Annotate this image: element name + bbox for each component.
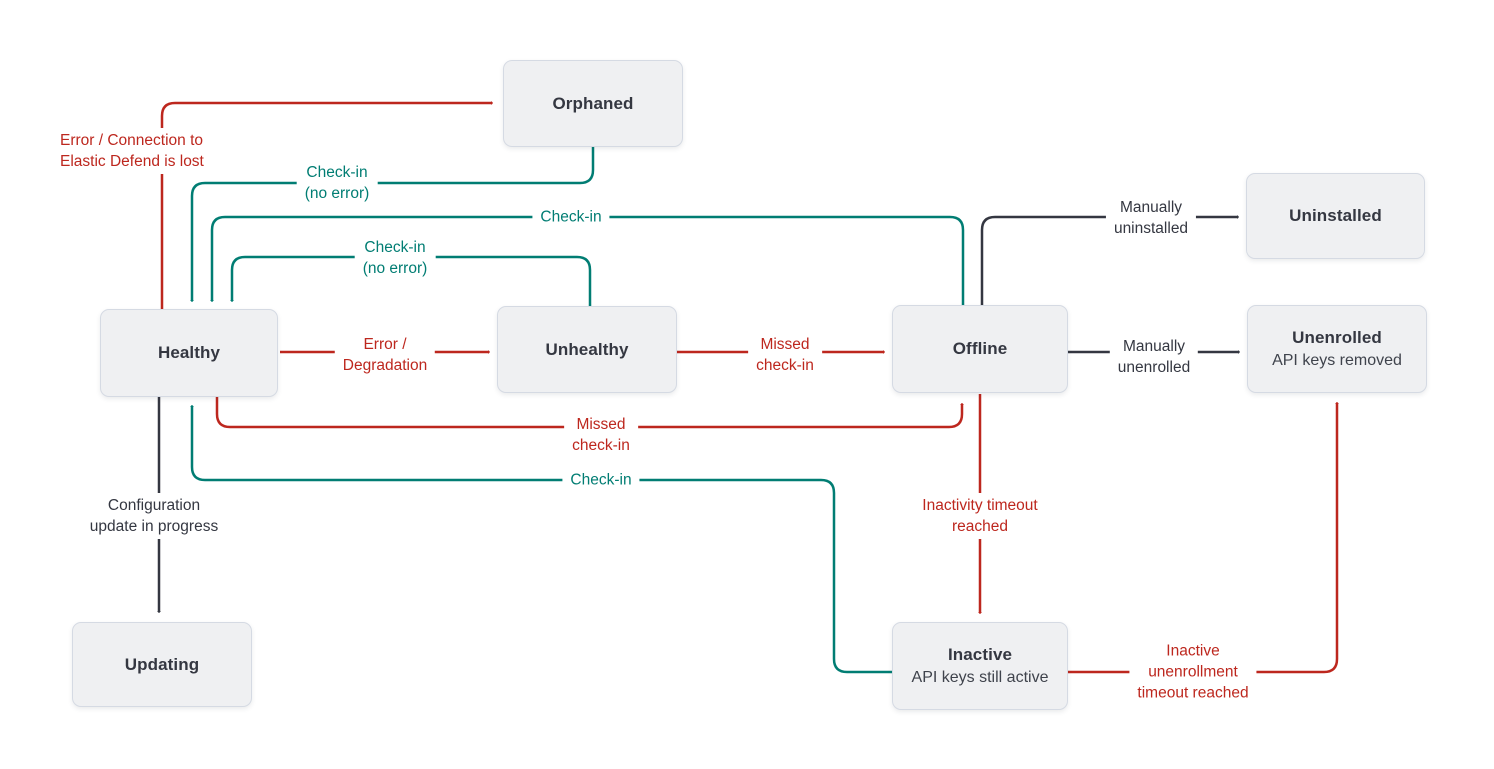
node-offline: Offline bbox=[892, 305, 1068, 393]
edge-label-inactivity-timeout: Inactivity timeout reached bbox=[914, 493, 1046, 539]
edge-label-line: Error / bbox=[363, 336, 407, 353]
node-subtitle: API keys still active bbox=[911, 669, 1049, 686]
edge-label-line: unenrolled bbox=[1117, 359, 1191, 376]
node-orphaned: Orphaned bbox=[503, 60, 683, 147]
edge-inactive-to-healthy bbox=[192, 406, 892, 674]
edge-label-inactive-unenrollment: Inactive unenrollment timeout reached bbox=[1129, 638, 1257, 706]
node-title: Healthy bbox=[157, 343, 221, 362]
node-unhealthy: Unhealthy bbox=[497, 306, 677, 393]
edge-label-line: Configuration bbox=[107, 497, 201, 514]
edge-label-line: (no error) bbox=[362, 260, 428, 277]
edge-label-error-degradation: Error / Degradation bbox=[334, 332, 436, 378]
node-updating: Updating bbox=[72, 622, 252, 707]
edge-healthy-to-orphaned bbox=[160, 103, 492, 309]
edge-label-missed-checkin-healthy: Missed check-in bbox=[564, 412, 638, 458]
edge-label-line: unenrollment bbox=[1148, 663, 1238, 681]
edge-label-line: Missed bbox=[760, 336, 810, 353]
edge-label-checkin-from-orphaned: Check-in (no error) bbox=[296, 160, 378, 206]
edge-label-line: Check-in bbox=[306, 164, 368, 181]
edge-label-line: timeout reached bbox=[1137, 684, 1249, 702]
edge-label-checkin-from-offline: Check-in bbox=[532, 204, 610, 230]
edge-label-line: Inactive bbox=[1166, 642, 1220, 660]
edge-offline-to-uninstalled bbox=[980, 217, 1238, 305]
node-title: Offline bbox=[952, 339, 1008, 358]
node-title: Unhealthy bbox=[545, 339, 629, 359]
edge-label-line: Error / Connection to bbox=[60, 132, 204, 149]
edge-label-line: check-in bbox=[756, 357, 814, 374]
edge-label-line: Inactivity timeout bbox=[922, 497, 1038, 514]
edge-label-line: Elastic Defend is lost bbox=[60, 153, 204, 170]
node-title: Uninstalled bbox=[1289, 206, 1382, 225]
edge-label-line: Manually bbox=[1122, 338, 1186, 355]
edge-label-missed-checkin-offline: Missed check-in bbox=[748, 332, 822, 378]
edge-label-line: update in progress bbox=[89, 518, 219, 535]
node-uninstalled: Uninstalled bbox=[1246, 173, 1425, 259]
node-title: Updating bbox=[124, 654, 200, 674]
edge-label-line: Manually bbox=[1119, 199, 1183, 216]
edge-label-error-connection-lost: Error / Connection to Elastic Defend is l… bbox=[60, 128, 208, 174]
edge-label-line: Check-in bbox=[540, 208, 602, 226]
edge-label-checkin-from-unhealthy: Check-in (no error) bbox=[354, 235, 436, 281]
edge-label-line: Check-in bbox=[570, 471, 632, 489]
edge-label-line: Missed bbox=[576, 416, 626, 433]
edge-label-manually-unenrolled: Manually unenrolled bbox=[1109, 334, 1199, 380]
node-subtitle: API keys removed bbox=[1272, 352, 1402, 369]
edge-label-line: Check-in bbox=[364, 239, 426, 256]
node-title: Inactive bbox=[947, 645, 1013, 664]
edge-label-line: Degradation bbox=[342, 357, 428, 374]
node-title: Unenrolled bbox=[1292, 328, 1382, 347]
edge-label-line: check-in bbox=[572, 437, 630, 454]
edge-label-manually-uninstalled: Manually uninstalled bbox=[1105, 195, 1197, 241]
edge-label-line: reached bbox=[951, 518, 1008, 535]
node-healthy: Healthy bbox=[100, 309, 278, 397]
edge-label-line: (no error) bbox=[304, 185, 370, 202]
edge-inactive-to-unenrolled bbox=[1068, 403, 1337, 674]
node-title: Orphaned bbox=[552, 93, 634, 113]
edge-label-line: uninstalled bbox=[1113, 220, 1189, 237]
edge-orphaned-to-healthy bbox=[192, 147, 595, 301]
edge-label-checkin-from-inactive: Check-in bbox=[562, 467, 640, 493]
edge-label-configuration-update: Configuration update in progress bbox=[81, 493, 227, 539]
